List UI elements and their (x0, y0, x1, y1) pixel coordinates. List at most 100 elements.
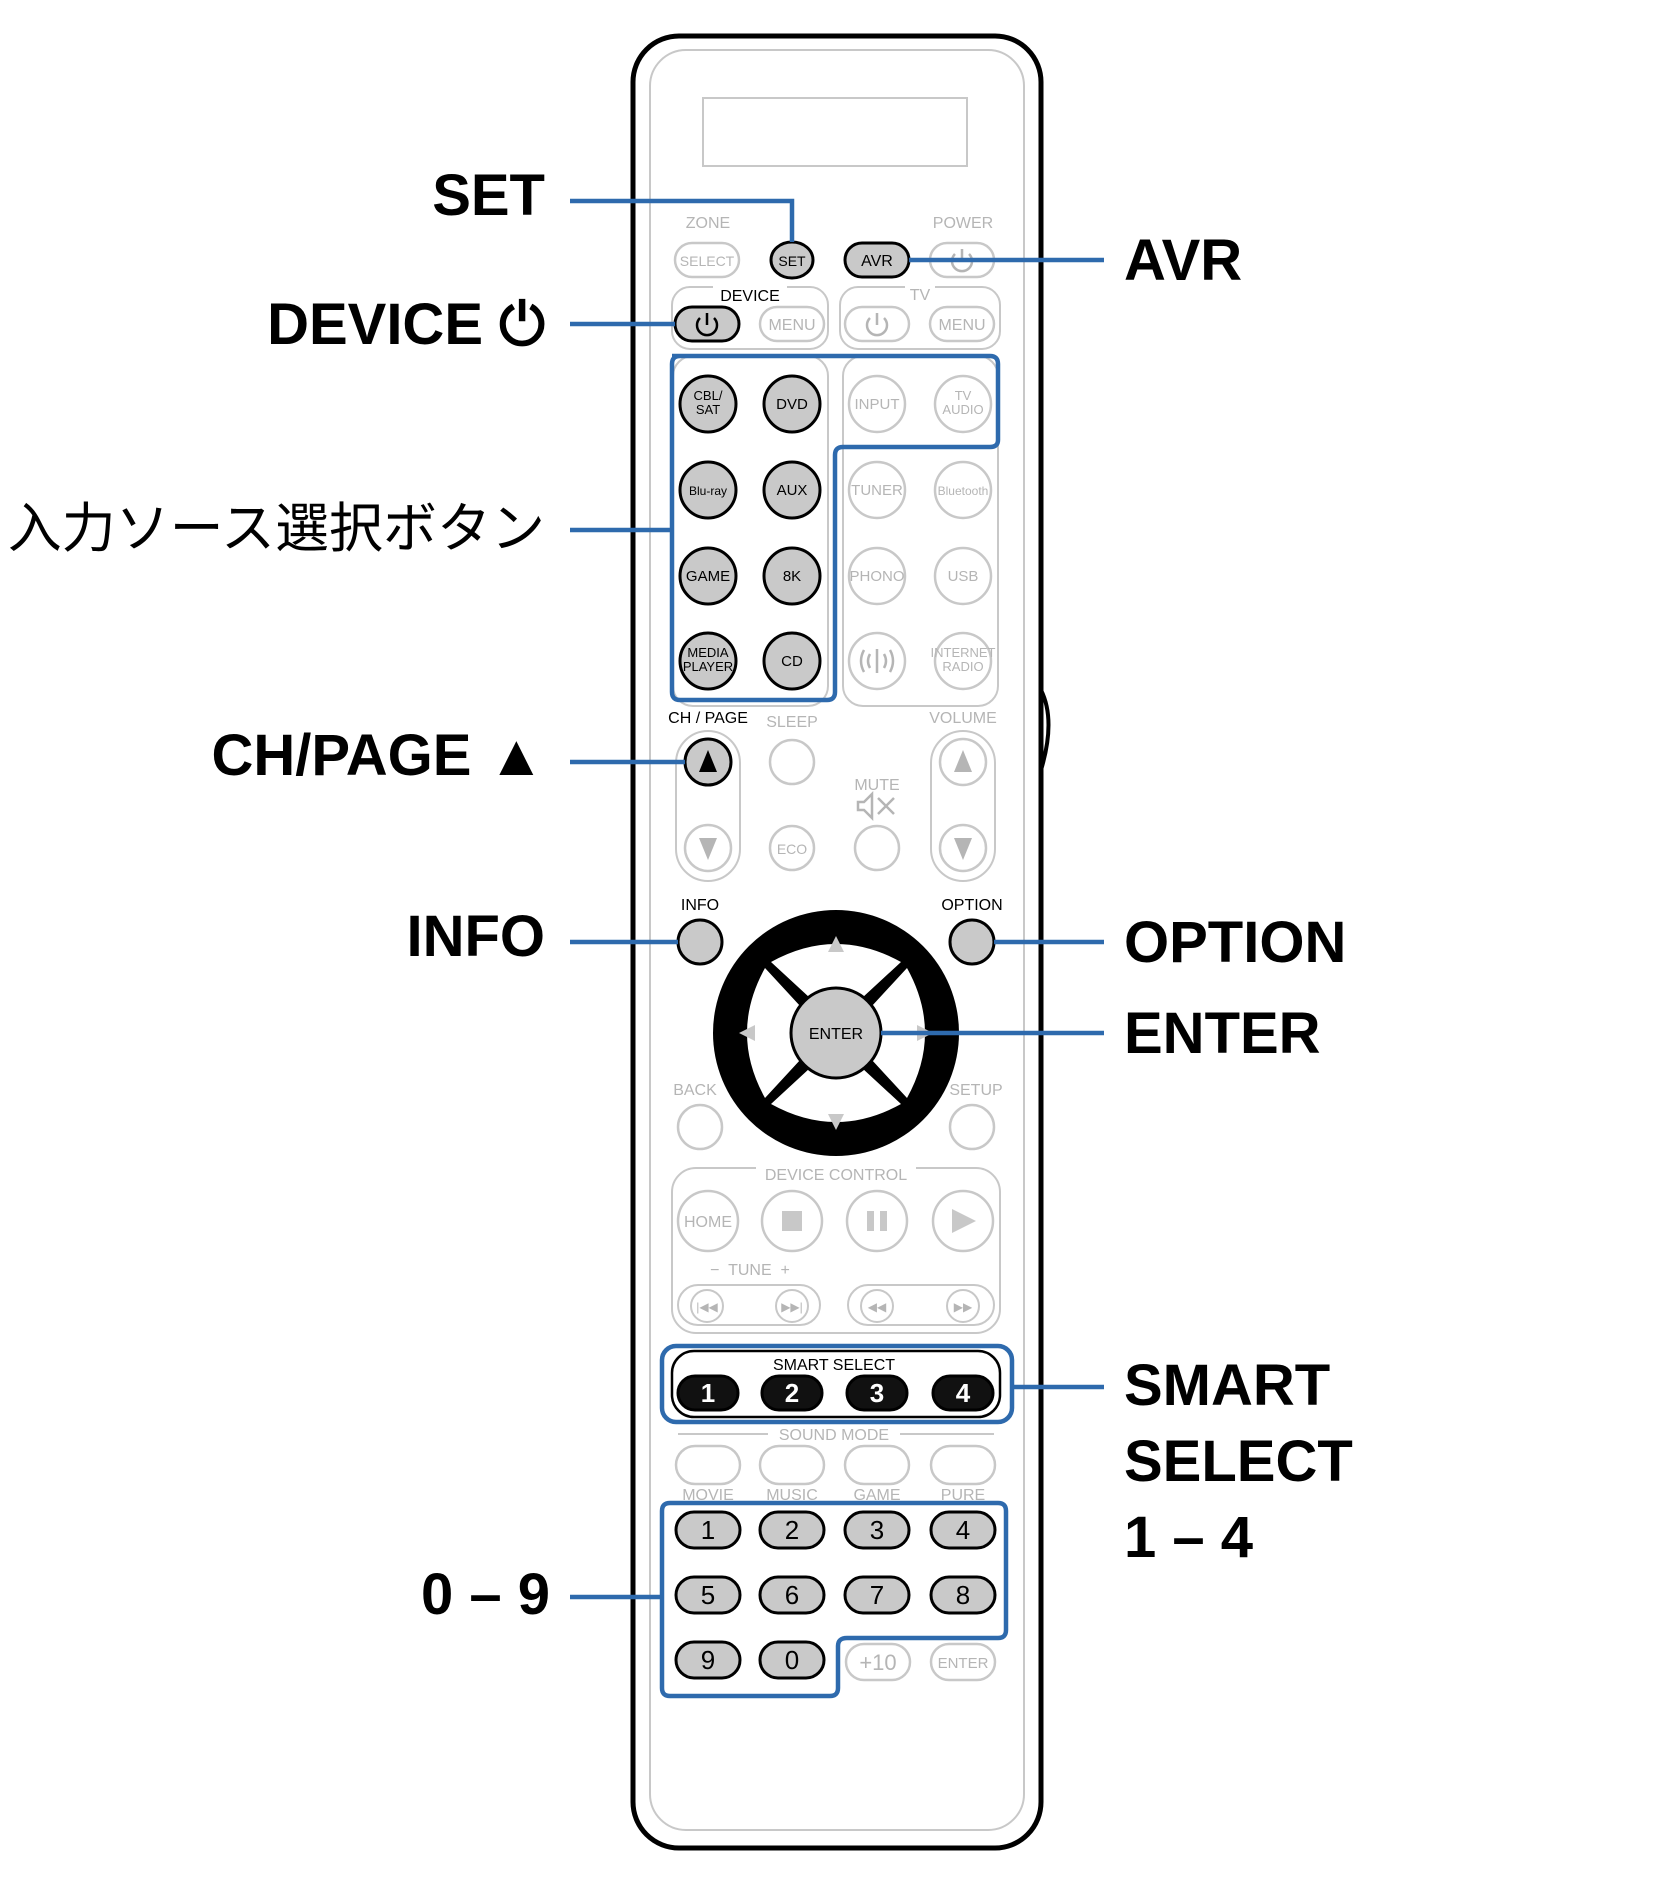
smart-select-4-text: 4 (956, 1378, 971, 1408)
tv-menu-button[interactable]: MENU (928, 305, 996, 343)
setup-button[interactable] (948, 1103, 996, 1151)
zone-select-button[interactable]: SELECT (673, 241, 741, 279)
number-9-text: 9 (701, 1645, 715, 1675)
play-icon (952, 1209, 976, 1233)
source-tuner-button[interactable]: TUNER (847, 460, 907, 520)
pause-icon (867, 1211, 887, 1231)
number-7-text: 7 (870, 1580, 884, 1610)
mute-button[interactable] (853, 824, 901, 872)
source-8k-button[interactable]: 8K (762, 546, 822, 606)
source-phono-button[interactable]: PHONO (847, 546, 907, 606)
ch-page-up-button[interactable] (683, 737, 733, 787)
number-4-text: 4 (956, 1515, 970, 1545)
tv-power-button[interactable] (843, 305, 911, 343)
dpad-up-button[interactable] (771, 944, 901, 998)
play-button[interactable] (931, 1189, 995, 1253)
tune-plus-button[interactable]: ▶▶| (775, 1289, 809, 1323)
dpad-left-button[interactable] (747, 968, 801, 1098)
smart-select-1-button[interactable]: 1 (676, 1374, 740, 1412)
enter-button[interactable]: ENTER (789, 986, 883, 1080)
enter-button-text: ENTER (809, 1026, 863, 1043)
volume-down-button[interactable] (938, 823, 988, 873)
source-aux-text: AUX (777, 482, 808, 499)
sound-mode-game-button[interactable] (843, 1444, 911, 1486)
smart-select-3-text: 3 (870, 1378, 884, 1408)
source-blank-button[interactable] (847, 631, 907, 691)
number-0-button[interactable]: 0 (758, 1640, 826, 1680)
fast-forward-button[interactable]: ▶▶ (946, 1289, 980, 1323)
home-button[interactable]: HOME (676, 1189, 740, 1253)
sound-mode-pure-label: PURE (941, 1487, 985, 1504)
number-9-button[interactable]: 9 (674, 1640, 742, 1680)
number-enter-button[interactable]: ENTER (929, 1642, 997, 1682)
option-button[interactable] (948, 918, 996, 966)
number-6-button[interactable]: 6 (758, 1575, 826, 1615)
device-menu-button[interactable]: MENU (758, 305, 826, 343)
sleep-label: SLEEP (766, 714, 818, 731)
tv-power-icon (865, 313, 889, 337)
number-4-button[interactable]: 4 (929, 1510, 997, 1550)
volume-up-button[interactable] (938, 737, 988, 787)
sound-mode-movie-label: MOVIE (682, 1487, 734, 1504)
source-tuner-text: TUNER (851, 482, 903, 499)
tv-label: TV (910, 287, 931, 304)
source-8k-text: 8K (783, 568, 801, 585)
sound-mode-pure-button[interactable] (929, 1444, 997, 1486)
sleep-button[interactable] (768, 738, 816, 786)
zone-label: ZONE (686, 215, 730, 232)
number-8-button[interactable]: 8 (929, 1575, 997, 1615)
info-button[interactable] (676, 918, 724, 966)
number-5-text: 5 (701, 1580, 715, 1610)
stop-button[interactable] (760, 1189, 824, 1253)
volume-down-arrow-icon (954, 838, 972, 860)
set-callout-line (570, 198, 795, 242)
tune-minus-button[interactable]: |◀◀ (690, 1289, 724, 1323)
source-cbl-sat-text: SAT (696, 402, 720, 417)
fast-forward-icon: ▶▶ (954, 1300, 973, 1314)
skip-forward-icon: ▶▶| (781, 1300, 803, 1314)
source-blu-ray-text: Blu-ray (689, 484, 727, 498)
smart-select-4-button[interactable]: 4 (931, 1374, 995, 1412)
number-5-button[interactable]: 5 (674, 1575, 742, 1615)
ch-page-down-button[interactable] (683, 823, 733, 873)
source-game-button[interactable]: GAME (678, 546, 738, 606)
smart-select-2-button[interactable]: 2 (760, 1374, 824, 1412)
avr-button[interactable]: AVR (843, 241, 911, 279)
rewind-icon: ◀◀ (868, 1300, 887, 1314)
number-1-button[interactable]: 1 (674, 1510, 742, 1550)
mute-label: MUTE (854, 777, 899, 794)
number-3-button[interactable]: 3 (843, 1510, 911, 1550)
source-media-player-text: MEDIA (687, 645, 729, 660)
sound-mode-movie-button[interactable] (674, 1444, 742, 1486)
source-cd-button[interactable]: CD (762, 631, 822, 691)
number-7-button[interactable]: 7 (843, 1575, 911, 1615)
source-cbl-sat-text: CBL/ (694, 388, 723, 403)
back-label: BACK (673, 1082, 717, 1099)
number-0-text: 0 (785, 1645, 799, 1675)
source-aux-button[interactable]: AUX (762, 460, 822, 520)
source-cbl-sat-button[interactable]: CBL/SAT (678, 374, 738, 434)
plus10-button[interactable]: +10 (844, 1642, 912, 1682)
source-bluetooth-button[interactable]: Bluetooth (933, 460, 993, 520)
sound-mode-music-button[interactable] (758, 1444, 826, 1486)
source-input-button[interactable]: INPUT (847, 374, 907, 434)
dpad-down-button[interactable] (771, 1068, 901, 1122)
eco-button[interactable]: ECO (768, 824, 816, 872)
back-button[interactable] (676, 1103, 724, 1151)
source-blu-ray-button[interactable]: Blu-ray (678, 460, 738, 520)
source-dvd-button[interactable]: DVD (762, 374, 822, 434)
set-button[interactable]: SET (769, 240, 815, 280)
device-power-button[interactable] (673, 305, 741, 343)
source-usb-button[interactable]: USB (933, 546, 993, 606)
pause-button[interactable] (845, 1189, 909, 1253)
rewind-button[interactable]: ◀◀ (860, 1289, 894, 1323)
volume-up-arrow-icon (954, 750, 972, 772)
mute-icon (856, 790, 895, 822)
network-icon (859, 649, 895, 673)
smart-select-3-button[interactable]: 3 (845, 1374, 909, 1412)
number-2-button[interactable]: 2 (758, 1510, 826, 1550)
sound-mode-game-label: GAME (853, 1487, 900, 1504)
